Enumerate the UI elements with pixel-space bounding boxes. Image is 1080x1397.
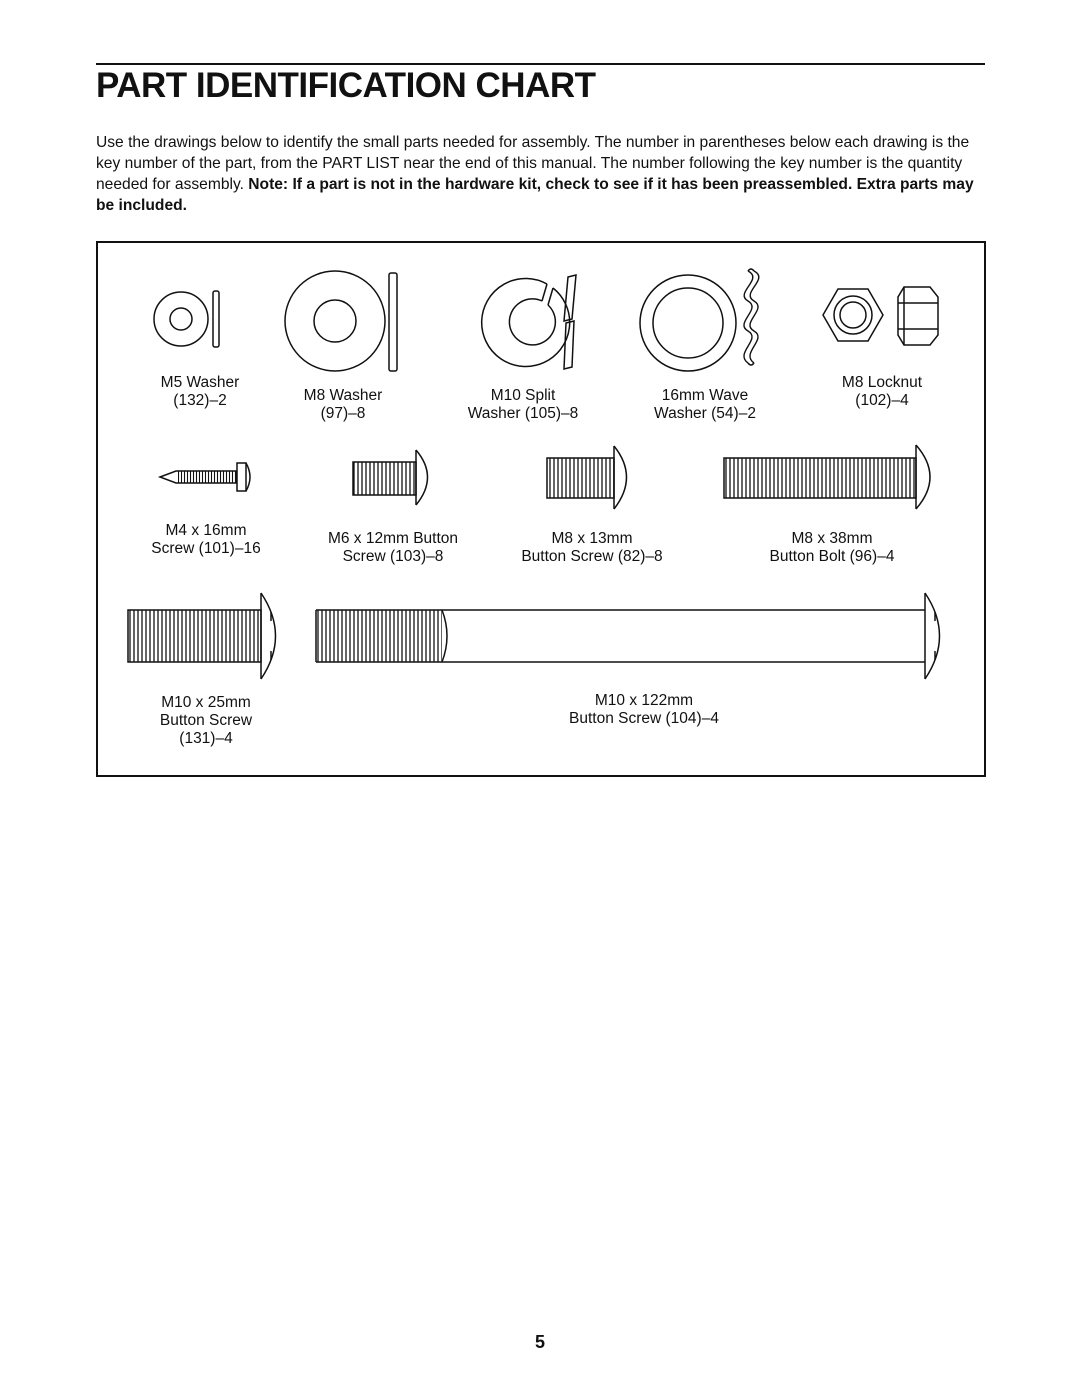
intro-note: Note: If a part is not in the hardware k… — [96, 176, 974, 214]
m6-button-screw-icon — [352, 449, 429, 506]
intro-paragraph: Use the drawings below to identify the s… — [96, 132, 988, 216]
intro-text: Use the drawings below to identify the s… — [96, 134, 970, 193]
part-label-m8-washer: M8 Washer(97)–8 — [303, 387, 383, 422]
page-number: 5 — [534, 1332, 545, 1352]
m8-washer-icon — [284, 270, 398, 372]
part-chart: M5 Washer(132)–2 M8 Washer(97)–8 M10 Spl… — [96, 241, 986, 777]
m8-13mm-button-screw-icon — [546, 445, 628, 510]
m8-38mm-button-bolt-icon — [723, 444, 931, 510]
m5-washer-icon — [153, 290, 220, 348]
page-title: PART IDENTIFICATION CHART — [96, 66, 596, 105]
part-label-m5-washer: M5 Washer(132)–2 — [160, 374, 240, 409]
m4-screw-icon — [157, 462, 251, 492]
m8-locknut-icon — [822, 286, 939, 346]
m10-25mm-button-screw-icon — [127, 592, 277, 680]
part-label-m8-locknut: M8 Locknut(102)–4 — [841, 374, 923, 409]
16mm-wave-washer-icon — [639, 268, 760, 372]
m10-split-washer-icon — [480, 274, 577, 370]
header-rule — [96, 63, 985, 65]
m10-122mm-button-screw-icon — [315, 592, 941, 680]
